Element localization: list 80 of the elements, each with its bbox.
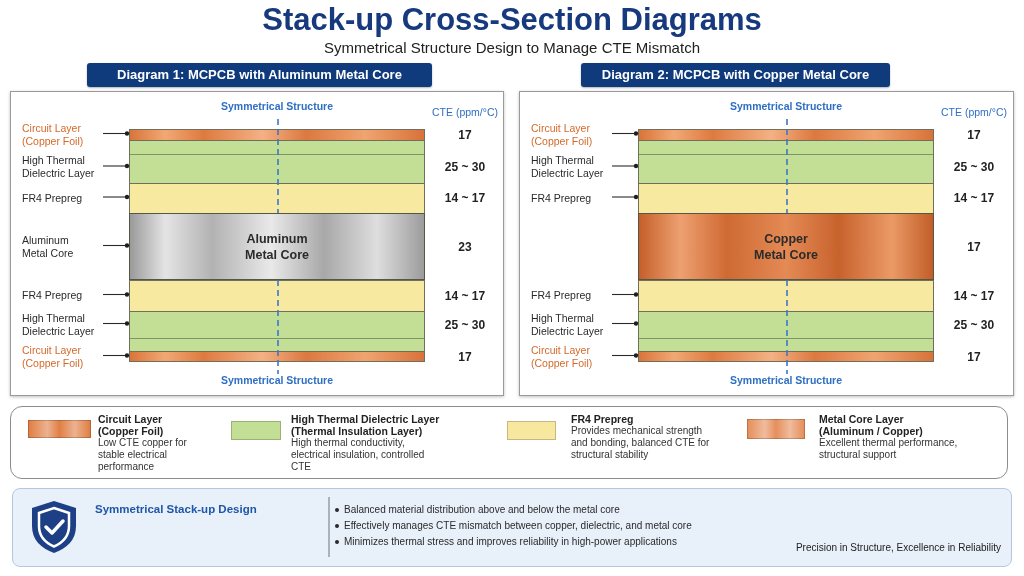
cte-value: 25 ~ 30 [444,316,486,333]
cte-value: 17 [967,126,981,143]
leader-line [102,353,130,358]
leader-line [102,194,130,200]
prepreg-layer [129,183,425,213]
cte-value: 14 ~ 17 [444,287,486,304]
layer-label: Aluminum Metal Core [22,233,104,260]
dielectric-layer [638,311,934,351]
prepreg-layer [129,280,425,311]
cte-value: 25 ~ 30 [444,159,486,175]
tagline: Precision in Structure, Excellence in Reliability [795,541,1001,554]
layer-name: Aluminum Metal Core [244,230,310,263]
cte-value: 23 [458,238,472,255]
leader-line [102,131,130,136]
leader-line [611,292,639,297]
axis-label: Symmetrical Structure [730,374,842,387]
prepreg-layer [638,183,934,213]
copper-foil-layer [129,129,425,140]
layer-label: Circuit Layer (Copper Foil) [22,343,104,370]
cte-value: 17 [458,126,472,143]
legend-description: Low CTE copper for stable electrical performance [98,437,188,473]
cte-value: 17 [458,348,472,365]
axis-label: Symmetrical Structure [221,100,333,113]
layer-name: Copper Metal Core [753,230,819,263]
layer-label: Circuit Layer (Copper Foil) [531,121,613,148]
diagram-title: Stack-up Cross-Section Diagrams [262,2,762,38]
bullet-point: Effectively manages CTE mismatch between copper, dielectric, and metal core [344,519,692,533]
column-heading: CTE (ppm/°C) [941,106,1007,119]
copper-foil-layer [129,351,425,362]
legend-label: Circuit Layer (Copper Foil) [98,413,165,437]
layer-label: FR4 Prepreg [531,185,613,211]
axis-label: Symmetrical Structure [221,374,333,387]
leader-line [611,163,639,169]
info-panel [12,488,1012,567]
leader-line [102,321,130,326]
prepreg-layer [638,280,934,311]
panel-heading: Symmetrical Stack-up Design [95,502,257,516]
cte-value: 25 ~ 30 [953,316,995,333]
subtitle: Symmetrical Structure Design to Manage CTE Mismatch [324,39,700,57]
copper-foil-layer [638,129,934,140]
layer-label: High Thermal Dielectric Layer [531,154,613,180]
layer-label: FR4 Prepreg [22,282,104,309]
metal-core-layer [638,213,934,280]
leader-line [102,163,130,169]
dielectric-layer [638,140,934,183]
legend-label: High Thermal Dielectric Layer (Thermal Insulation Layer) [291,413,441,437]
cte-value: 17 [967,238,981,255]
diagram-heading: Diagram 1: MCPCB with Aluminum Metal Core [87,63,432,87]
leader-line [611,321,639,326]
leader-line [611,131,639,136]
metal-core-layer [129,213,425,280]
axis-label: Symmetrical Structure [730,100,842,113]
cte-value: 14 ~ 17 [953,190,995,206]
cte-value: 14 ~ 17 [444,190,486,206]
layer-label: High Thermal Dielectric Layer [22,154,104,180]
bullet-point: Balanced material distribution above and below the metal core [344,503,620,517]
layer-label: Circuit Layer (Copper Foil) [22,121,104,148]
cte-value: 14 ~ 17 [953,287,995,304]
legend-label: Metal Core Layer (Aluminum / Copper) [819,413,923,437]
layer-label: FR4 Prepreg [22,185,104,211]
leader-line [611,194,639,200]
dielectric-layer [129,311,425,351]
layer-label: Circuit Layer (Copper Foil) [531,343,613,370]
layer-label: High Thermal Dielectric Layer [22,311,104,338]
legend-description: High thermal conductivity, electrical insulation, controlled CTE [291,437,426,473]
leader-line [102,292,130,297]
layer-label: FR4 Prepreg [531,282,613,309]
cte-value: 25 ~ 30 [953,159,995,175]
bullet-point: Minimizes thermal stress and improves reliability in high-power applications [344,535,677,549]
legend-description: Provides mechanical strength and bonding, balanced CTE for structural stability [571,425,711,461]
leader-line [102,243,130,248]
diagram-heading: Diagram 2: MCPCB with Copper Metal Core [581,63,890,87]
leader-line [611,353,639,358]
column-heading: CTE (ppm/°C) [432,106,498,119]
legend-label: FR4 Prepreg [571,413,634,425]
copper-foil-layer [638,351,934,362]
legend-description: Excellent thermal performance, structural support [819,437,959,461]
cte-value: 17 [967,348,981,365]
layer-label: High Thermal Dielectric Layer [531,311,613,338]
dielectric-layer [129,140,425,183]
